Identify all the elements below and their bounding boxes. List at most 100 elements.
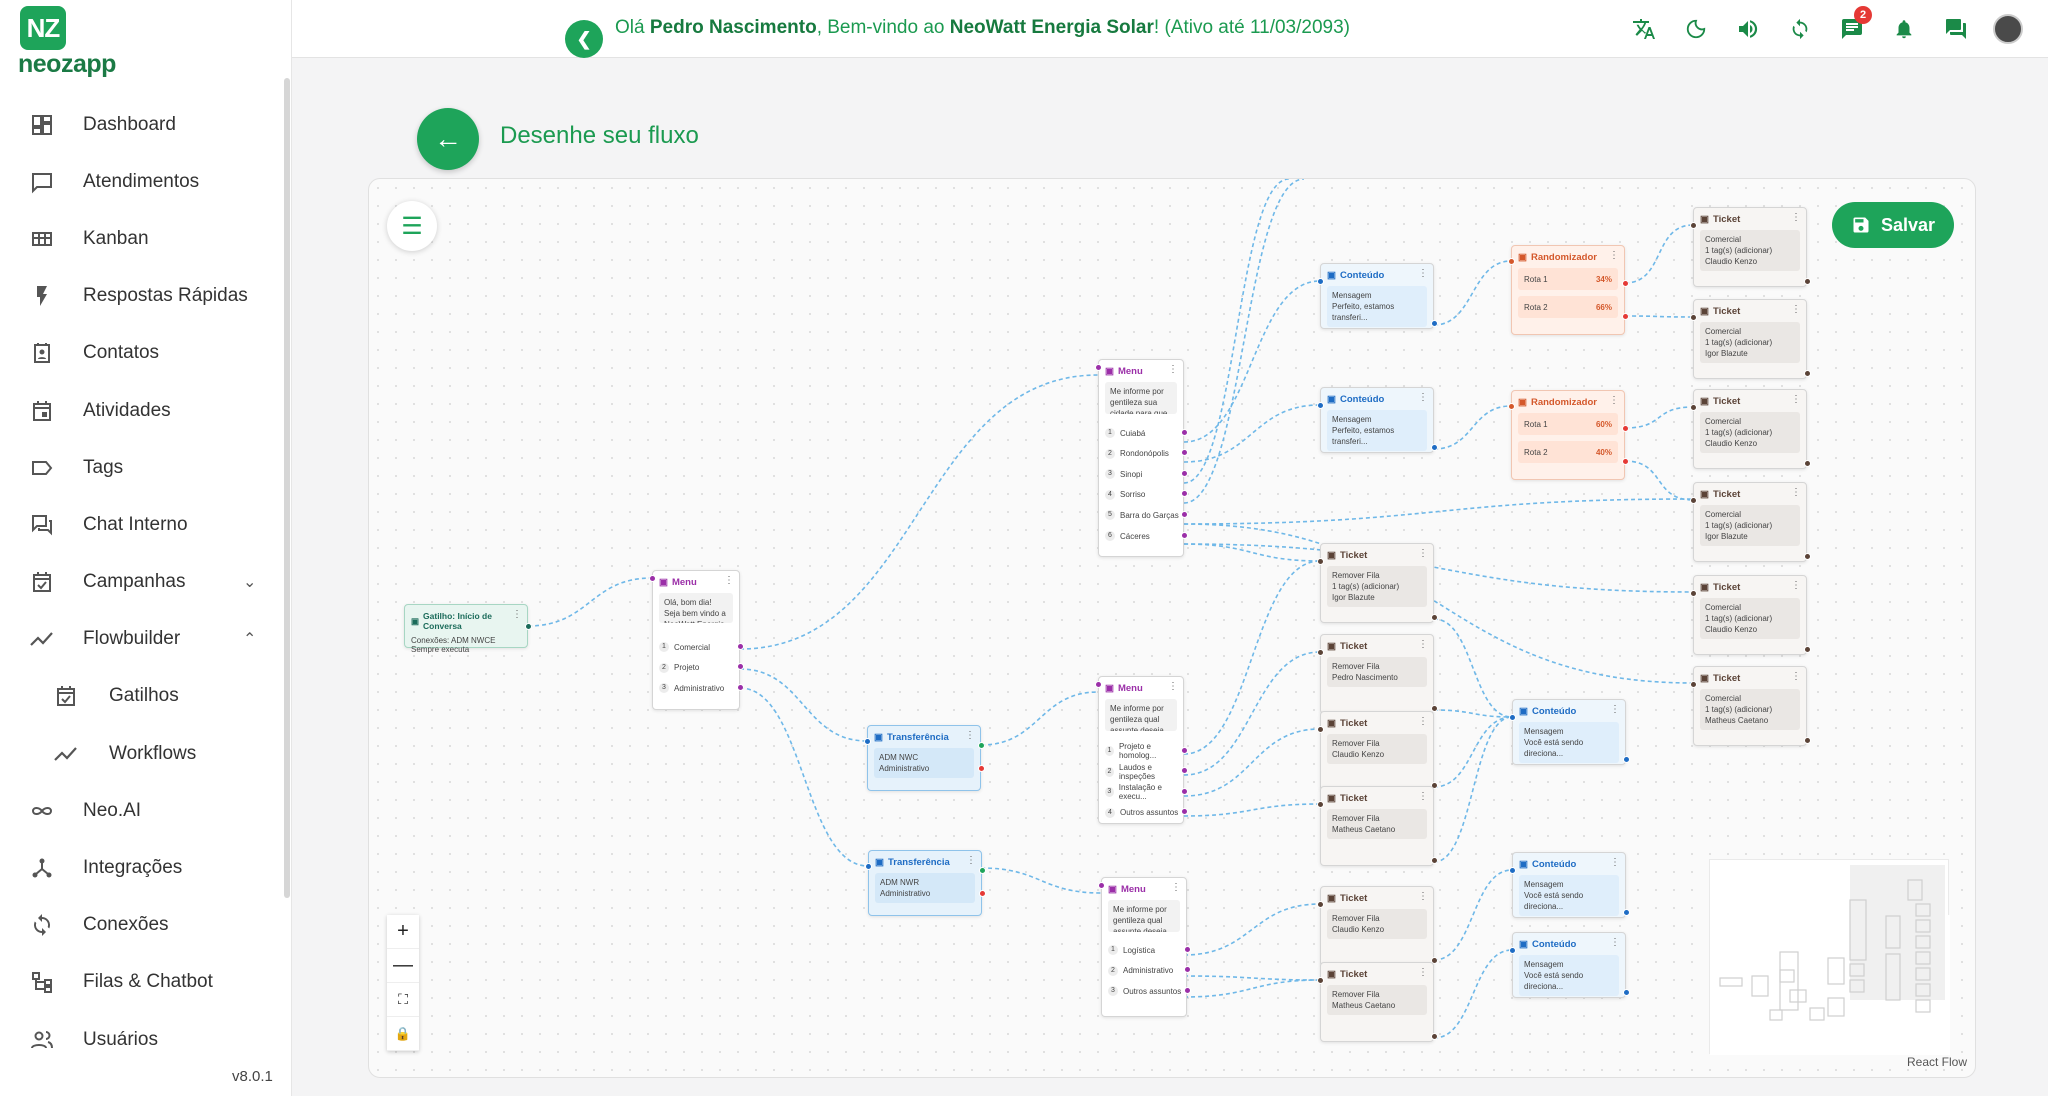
logo[interactable]: NZ neozapp [18,6,138,78]
back-button[interactable]: ← [417,108,479,170]
minimap[interactable] [1709,859,1950,1055]
flow-edge[interactable] [1183,280,1321,443]
user-avatar[interactable] [1982,12,2034,46]
node-options-icon[interactable]: ⋮ [1791,671,1801,682]
node-options-icon[interactable]: ⋮ [1791,212,1801,223]
flow-edge[interactable] [1433,716,1513,863]
node-handle[interactable] [1622,988,1630,996]
menu-node[interactable]: ▣Menu⋮Olá, bom dia! Seja bem vindo a Neo… [652,570,740,710]
flow-edge[interactable] [1433,618,1513,718]
node-options-icon[interactable]: ⋮ [1418,891,1428,902]
node-handle[interactable] [1689,403,1697,411]
node-handle[interactable] [1180,469,1188,477]
node-handle[interactable] [1183,945,1191,953]
node-handle[interactable] [1183,966,1191,974]
node-handle[interactable] [1430,704,1438,712]
node-handle[interactable] [977,764,985,772]
node-handle[interactable] [1430,319,1438,327]
flow-edge[interactable] [1624,406,1694,429]
node-handle[interactable] [1180,808,1188,816]
flow-edge[interactable] [739,668,868,742]
node-options-icon[interactable]: ⋮ [1791,394,1801,405]
chevron-up-icon[interactable]: ⌃ [243,631,257,649]
flow-edge[interactable] [1433,949,1513,1039]
node-handle[interactable] [1621,312,1629,320]
node-handle[interactable] [1316,976,1324,984]
node-options-icon[interactable]: ⋮ [724,575,734,586]
node-handle[interactable] [1430,613,1438,621]
node-handle[interactable] [1094,363,1102,371]
node-options-icon[interactable]: ⋮ [512,609,522,620]
node-handle[interactable] [1430,443,1438,451]
node-handle[interactable] [977,741,985,749]
sidebar-item-usu-rios[interactable]: Usuários [0,1011,280,1068]
node-handle[interactable] [1803,645,1811,653]
node-handle[interactable] [1803,736,1811,744]
node-handle[interactable] [1508,946,1516,954]
flow-edge[interactable] [1433,405,1512,450]
sidebar-item-kanban[interactable]: Kanban [0,210,280,267]
node-options-icon[interactable]: ⋮ [1171,882,1181,893]
node-handle[interactable] [1180,767,1188,775]
sidebar-item-atividades[interactable]: Atividades [0,382,280,439]
flow-canvas[interactable]: ▣Gatilho: Início de Conversa⋮Conexões: A… [368,178,1976,1078]
node-options-icon[interactable]: ⋮ [1418,967,1428,978]
sidebar-item-respostas-r-pidas[interactable]: Respostas Rápidas [0,268,280,325]
node-handle[interactable] [736,642,744,650]
flow-edge[interactable] [1183,728,1321,797]
node-options-icon[interactable]: ⋮ [965,730,975,741]
node-options-icon[interactable]: ⋮ [1168,364,1178,375]
node-options-icon[interactable]: ⋮ [1168,681,1178,692]
sidebar-item-gatilhos[interactable]: Gatilhos [0,668,280,725]
zoom-in-button[interactable]: + [387,915,419,949]
node-handle[interactable] [1689,680,1697,688]
node-options-icon[interactable]: ⋮ [1418,548,1428,559]
node-handle[interactable] [1180,490,1188,498]
node-options-icon[interactable]: ⋮ [1418,791,1428,802]
node-handle[interactable] [1430,956,1438,964]
flow-edge[interactable] [1183,979,1321,998]
node-handle[interactable] [1621,457,1629,465]
node-handle[interactable] [1803,369,1811,377]
node-options-icon[interactable]: ⋮ [966,855,976,866]
node-handle[interactable] [1316,557,1324,565]
node-handle[interactable] [1622,755,1630,763]
bell-icon[interactable] [1878,12,1930,46]
flow-edge[interactable] [1183,404,1321,463]
trigger-node[interactable]: ▣Gatilho: Início de Conversa⋮Conexões: A… [404,604,528,654]
node-handle[interactable] [1430,856,1438,864]
node-handle[interactable] [978,866,986,874]
sidebar-item-neo-ai[interactable]: Neo.AI [0,782,280,839]
node-handle[interactable] [1689,221,1697,229]
refresh-icon[interactable] [1774,12,1826,46]
flow-edge[interactable] [980,691,1099,746]
node-options-icon[interactable]: ⋮ [1418,392,1428,403]
node-options-icon[interactable]: ⋮ [1791,580,1801,591]
flow-edge[interactable] [1183,179,1305,504]
flow-edge[interactable] [1624,224,1694,284]
node-handle[interactable] [1621,279,1629,287]
node-handle[interactable] [1507,402,1515,410]
node-handle[interactable] [648,574,656,582]
node-handle[interactable] [864,862,872,870]
node-options-icon[interactable]: ⋮ [1418,639,1428,650]
sidebar-item-campanhas[interactable]: Campanhas⌄ [0,554,280,611]
node-handle[interactable] [1430,1032,1438,1040]
